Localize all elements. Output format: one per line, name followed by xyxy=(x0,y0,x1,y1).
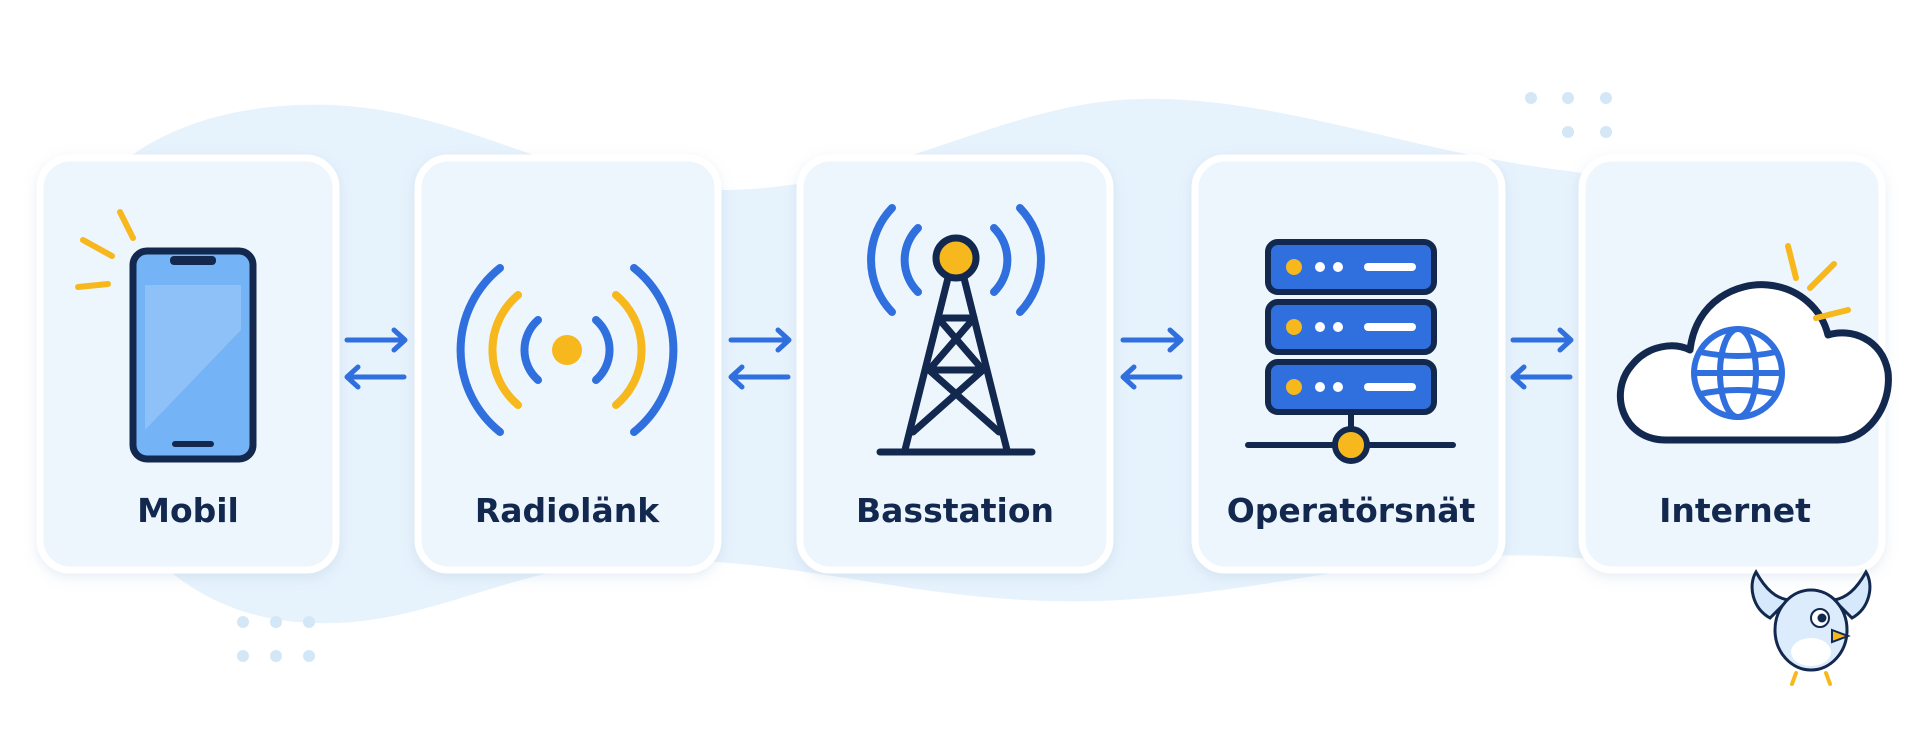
node-label: Operatörsnät xyxy=(1227,491,1476,530)
server-network-icon xyxy=(1245,239,1456,464)
decorative-dots-bottom-left xyxy=(237,616,315,662)
cell-tower-icon xyxy=(867,204,1045,456)
node-card xyxy=(796,154,1114,574)
bidirectional-arrow xyxy=(728,327,792,390)
radio-waves-icon xyxy=(456,264,678,436)
node-basstation: Basstation xyxy=(796,154,1114,574)
node-radiolank: Radiolänk xyxy=(414,154,722,574)
node-label: Radiolänk xyxy=(475,491,660,530)
bird-mascot-icon xyxy=(1750,569,1872,686)
node-operatorsnat: Operatörsnät xyxy=(1191,154,1506,574)
smartphone-icon xyxy=(129,247,257,463)
node-internet: Internet xyxy=(1578,154,1892,574)
decorative-dots-top-right xyxy=(1525,92,1612,138)
node-label: Mobil xyxy=(137,491,239,530)
shine-icon xyxy=(75,209,136,290)
bidirectional-arrow xyxy=(1510,327,1574,390)
node-mobil: Mobil xyxy=(36,154,340,574)
bidirectional-arrow xyxy=(1120,327,1184,390)
cloud-globe-icon xyxy=(1616,281,1892,444)
node-label: Basstation xyxy=(856,491,1054,530)
node-label: Internet xyxy=(1659,491,1811,530)
bidirectional-arrow xyxy=(344,327,408,390)
shine-icon xyxy=(1785,243,1851,321)
